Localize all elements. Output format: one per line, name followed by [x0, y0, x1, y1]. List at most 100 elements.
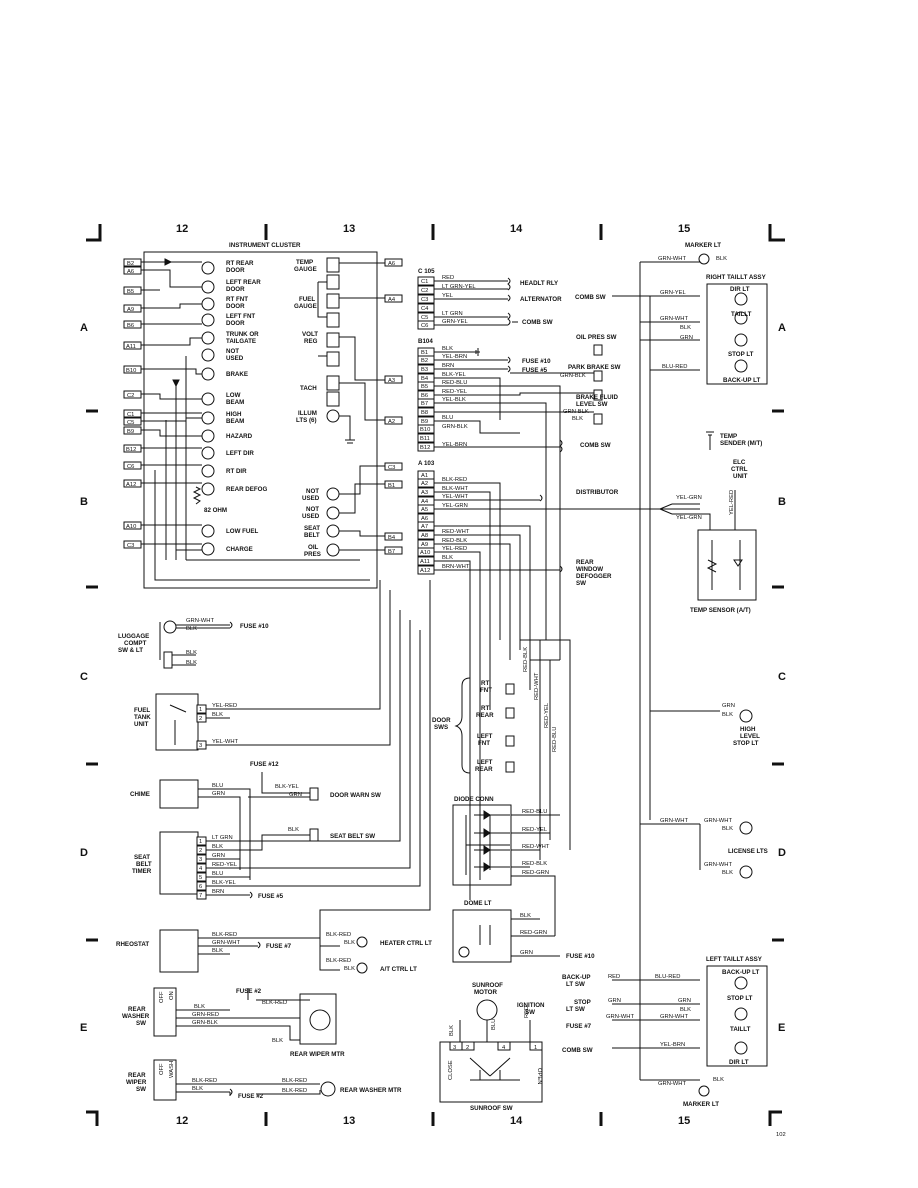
b104-wire-blk-yel: BLK-YEL [442, 372, 467, 378]
a103-wire-yel-red: YEL-RED [442, 546, 467, 552]
b104-wire-yel-blk: YEL-BLK [442, 397, 466, 403]
right-taillt-box [706, 283, 768, 385]
washer-wire-blk-red: BLK-RED [262, 1000, 287, 1006]
license-bulb-2 [739, 865, 753, 879]
ac-wire-blk-red: BLK-RED [326, 958, 351, 964]
cluster-lbl-beam-2: BEAM [226, 418, 244, 425]
cluster-lbl-left-fnt: LEFT FNT [226, 313, 255, 320]
door-sw-rt-1: RT [481, 680, 489, 687]
door-warn-sw-symbol [309, 787, 319, 801]
c105-pin-c6: C6 [421, 323, 428, 329]
cluster-left-wiring [141, 258, 370, 581]
license-title: LICENSE LTS [728, 848, 768, 855]
brake-fluid-sw-symbol [593, 389, 603, 401]
heater-ctrl-bulb [356, 936, 368, 948]
top-tick-marks [264, 224, 603, 1126]
timer-l3: TIMER [132, 868, 152, 875]
cluster-lbl-hazard: HAZARD [226, 433, 253, 440]
b104-dest-oil-pres-sw: OIL PRES SW [576, 334, 617, 341]
cluster-gauges [326, 257, 340, 557]
c105-pin-c5: C5 [421, 315, 428, 321]
row-letter-left-b: B [80, 496, 88, 508]
timer-wire-blk: BLK [212, 844, 223, 850]
timer-pin-1: 1 [199, 839, 202, 845]
cluster-pin-a11: A11 [126, 344, 136, 350]
wiper-wire-blk-red: BLK-RED [192, 1078, 217, 1084]
cluster-rlbl-not-2: NOT [306, 488, 319, 495]
luggage-l2: COMPT [124, 640, 147, 647]
right-side-circuits: MARKER LT GRN-WHT BLK RIGHT TAILLT ASSY … [562, 242, 768, 1108]
timer-wire-blk-yel: BLK-YEL [212, 880, 237, 886]
b104-dest-grn-blk-2: GRN-BLK [563, 409, 589, 415]
fuse12-label: FUSE #12 [250, 761, 279, 768]
c105-pin-c1: C1 [421, 279, 428, 285]
b104-wire-blu: BLU [442, 415, 453, 421]
a103-pin-a6: A6 [421, 516, 428, 522]
license-wire-grn-wht-3: GRN-WHT [704, 862, 732, 868]
heater-wire-blk-red: BLK-RED [326, 932, 351, 938]
rear-washer-sw-box [153, 987, 177, 1037]
col-number-bottom-15: 15 [678, 1115, 690, 1127]
row-letter-left-c: C [80, 671, 88, 683]
fuel-pin-2: 2 [199, 716, 202, 722]
door-sw-rt-2: RT [481, 705, 489, 712]
left-taillt-wire-grn-2: GRN [678, 998, 691, 1004]
temp-sensor-wire-yel-red: YEL-RED [729, 490, 735, 515]
sunroof-wire-blk: BLK [449, 1025, 455, 1036]
washer-wire-grn-red: GRN-RED [192, 1012, 219, 1018]
b104-pin-b9: B9 [421, 419, 428, 425]
c105-wire-ltgrn-yel: LT GRN-YEL [442, 284, 476, 290]
corner-mark-bottom-right [768, 1110, 782, 1126]
corner-mark-top-right [768, 224, 785, 242]
wiper-wire-blk-red-2: BLK-RED [282, 1078, 307, 1084]
right-taillt-wire-grn-wht: GRN-WHT [660, 316, 688, 322]
timer-pin-2: 2 [199, 848, 202, 854]
cluster-lbl-trunk: TRUNK OR [226, 331, 259, 338]
washer-wire-blk-2: BLK [272, 1038, 283, 1044]
timer-l2: BELT [136, 861, 152, 868]
timer-pin-4: 4 [199, 866, 203, 872]
connector-b104: B104 B1 B2 B3 B4 B5 B6 B7 B8 B9 B10 B11 … [417, 334, 621, 660]
rear-wiper-sw-l2: WIPER [126, 1079, 147, 1086]
diode-wire-red-blu: RED-BLU [522, 809, 547, 815]
cluster-rlbl-not-3: NOT [306, 506, 319, 513]
cluster-lbl-brake: BRAKE [226, 371, 248, 378]
cluster-lbl-rear-defog: REAR DEFOG [226, 486, 267, 493]
src-backup-l2: LT SW [566, 981, 585, 988]
b104-wire-grn-blk: GRN-BLK [442, 424, 468, 430]
connector-c105: C 105 C1 C2 C3 C4 C5 C6 RED LT GRN-YEL Y… [417, 268, 562, 330]
ac-ctrl-label: A/T CTRL LT [380, 966, 417, 973]
cluster-rlbl-gauge-2: GAUGE [294, 303, 317, 310]
washer-wire-grn-blk: GRN-BLK [192, 1020, 218, 1026]
sunroof-motor-l2: MOTOR [474, 989, 497, 996]
marker-top-bulb [698, 253, 710, 265]
cluster-lbl-rt-dir: RT DIR [226, 468, 247, 475]
diode-conn-box [452, 804, 512, 886]
b104-dest-fuse10: FUSE #10 [522, 358, 551, 365]
diode-wire-red-wht: RED-WHT [522, 844, 550, 850]
row-letter-left-e: E [80, 1022, 87, 1034]
cluster-pin-b5: B5 [127, 289, 134, 295]
b104-wire-yel-brn: YEL-BRN [442, 354, 467, 360]
timer-pin-5: 5 [199, 875, 202, 881]
ac-ctrl-bulb [356, 962, 368, 974]
cluster-pin-a12: A12 [126, 482, 136, 488]
left-taillt-box [706, 965, 768, 1067]
cluster-rpin-b7: B7 [388, 549, 395, 555]
fuse2-label: FUSE #2 [236, 988, 262, 995]
right-taillt-wire-blk: BLK [680, 325, 691, 331]
cluster-lbl-rt-fnt: RT FNT [226, 296, 248, 303]
seat-belt-sw-symbol [309, 828, 319, 842]
rheostat-title: RHEOSTAT [116, 941, 149, 948]
marker-top-wire-grn-wht: GRN-WHT [658, 256, 686, 262]
fuel-wire-yel-red: YEL-RED [212, 703, 237, 709]
park-brake-sw-symbol [593, 370, 603, 382]
b104-pin-b5: B5 [421, 384, 428, 390]
b104-pin-b7: B7 [421, 401, 428, 407]
rear-washer-sw-l3: SW [136, 1020, 146, 1027]
fuel-tank-l3: UNIT [134, 721, 149, 728]
cluster-pin-b6: B6 [127, 323, 134, 329]
left-taillt-backup-lt: BACK-UP LT [722, 969, 759, 976]
cluster-lbl-door-3: DOOR [226, 303, 245, 310]
col-number-bottom-12: 12 [176, 1115, 188, 1127]
